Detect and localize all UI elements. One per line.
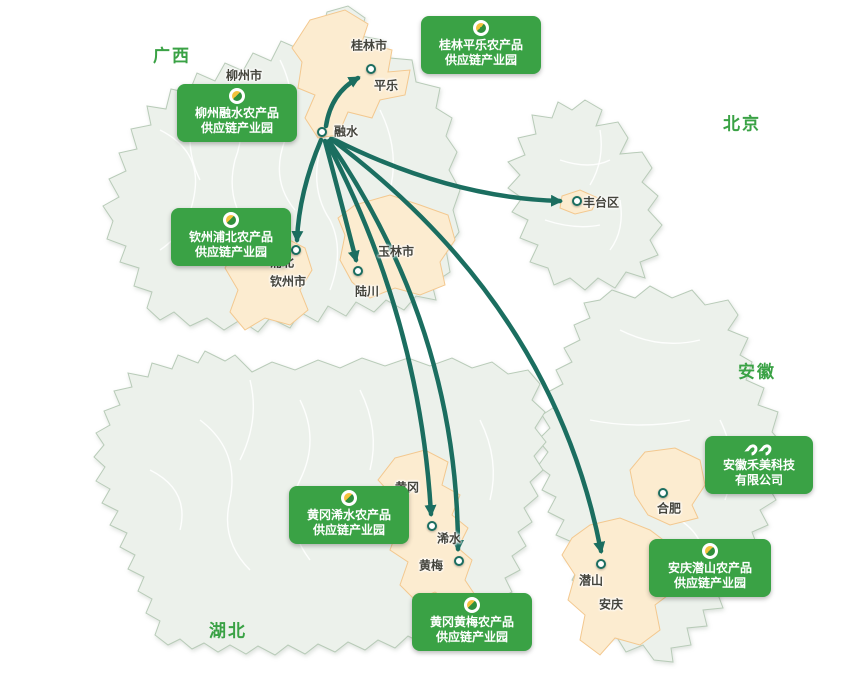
route-arrow-rongshui-qianshan — [328, 136, 606, 554]
route-arrow-rongshui-huangmei — [326, 138, 464, 552]
city-label-xishui: 浠水 — [436, 531, 462, 546]
park-logo-icon — [702, 543, 718, 559]
route-arrow-rongshui-pubei — [291, 137, 324, 243]
city-label-rongshui: 融水 — [333, 124, 359, 139]
park-logo-icon — [473, 20, 489, 36]
badge-liuzhou-rongshui-park: 柳州融水农产品 供应链产业园 — [177, 84, 297, 142]
park-logo-icon — [464, 597, 480, 613]
badge-anqing-qianshan-park: 安庆潜山农产品 供应链产业园 — [649, 539, 771, 597]
badge-line1: 安徽禾美科技 — [722, 458, 795, 472]
region-guilin-highlight — [291, 9, 411, 139]
marker-rongshui — [317, 127, 327, 137]
badge-line2: 供应链产业园 — [312, 523, 385, 537]
province-label-anhui: 安徽 — [738, 362, 776, 382]
province-label-hubei: 湖北 — [209, 621, 247, 641]
badge-huanggang-huangmei-park: 黄冈黄梅农产品 供应链产业园 — [412, 593, 532, 651]
city-label-qianshan: 潜山 — [578, 573, 604, 588]
city-label-yulin: 玉林市 — [377, 244, 415, 259]
badge-line1: 钦州浦北农产品 — [188, 230, 273, 244]
route-arrow-rongshui-luchuan — [322, 138, 360, 263]
city-label-liuzhou: 柳州市 — [225, 68, 263, 83]
badge-line1: 黄冈浠水农产品 — [306, 508, 391, 522]
marker-pingle — [366, 64, 376, 74]
city-label-fengtai: 丰台区 — [582, 195, 620, 210]
park-logo-icon — [341, 490, 357, 506]
marker-huangmei — [454, 556, 464, 566]
badge-qinzhou-pubei-park: 钦州浦北农产品 供应链产业园 — [171, 208, 291, 266]
badge-line2: 供应链产业园 — [200, 121, 273, 135]
marker-fengtai — [572, 196, 582, 206]
badge-line2: 供应链产业园 — [673, 576, 746, 590]
city-label-hefei: 合肥 — [656, 501, 682, 516]
city-label-pingle: 平乐 — [373, 78, 399, 93]
route-arrow-rongshui-fengtai — [330, 136, 563, 207]
city-label-luchuan: 陆川 — [354, 284, 380, 299]
province-label-guangxi: 广西 — [153, 46, 191, 66]
route-arrow-rongshui-pingle — [323, 75, 361, 129]
city-label-guilin: 桂林市 — [350, 38, 388, 53]
region-hefei-highlight — [629, 447, 706, 526]
marker-pubei — [291, 245, 301, 255]
badge-line1: 桂林平乐农产品 — [438, 38, 523, 52]
city-label-anqing: 安庆 — [598, 597, 624, 612]
marker-hefei — [658, 488, 668, 498]
province-label-beijing: 北京 — [723, 114, 761, 134]
badge-line1: 柳州融水农产品 — [194, 106, 279, 120]
city-label-qinzhou: 钦州市 — [269, 274, 307, 289]
park-logo-icon — [229, 88, 245, 104]
route-arrow-rongshui-xishui — [324, 139, 437, 517]
badge-line2: 供应链产业园 — [194, 245, 267, 259]
marker-xishui — [427, 521, 437, 531]
hemei-logo-icon — [709, 440, 809, 458]
marker-luchuan — [353, 266, 363, 276]
badge-line2: 供应链产业园 — [444, 53, 517, 67]
city-label-huangmei: 黄梅 — [418, 558, 444, 573]
badge-line1: 安庆潜山农产品 — [667, 561, 752, 575]
marker-qianshan — [596, 559, 606, 569]
badge-line1: 黄冈黄梅农产品 — [429, 615, 514, 629]
badge-huanggang-xishui-park: 黄冈浠水农产品 供应链产业园 — [289, 486, 409, 544]
badge-guilin-pingle-park: 桂林平乐农产品 供应链产业园 — [421, 16, 541, 74]
park-logo-icon — [223, 212, 239, 228]
badge-anhui-hemei-hq: 安徽禾美科技 有限公司 — [705, 436, 813, 494]
badge-line2: 供应链产业园 — [435, 630, 508, 644]
badge-line2: 有限公司 — [734, 473, 783, 487]
